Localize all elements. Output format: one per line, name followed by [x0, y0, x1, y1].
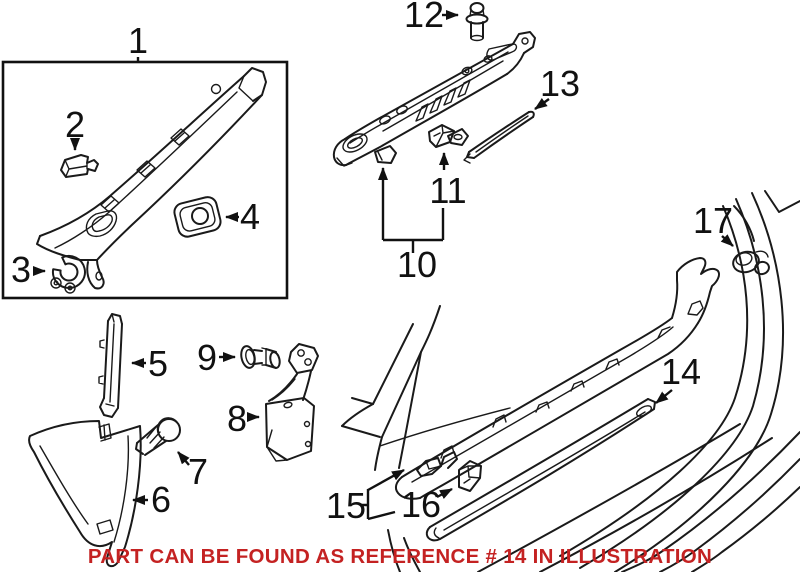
- callout-16: 16: [401, 484, 441, 525]
- push-rivet-9-drawing: [240, 345, 281, 369]
- callout-15-leader: [367, 468, 405, 492]
- part-1-frame-box: [1, 60, 289, 300]
- callout-3: 3: [11, 249, 31, 290]
- callout-17-leader: [720, 234, 734, 247]
- a-pillar-trim-drawing: [36, 67, 267, 290]
- push-pin-12-drawing: [465, 2, 489, 42]
- callout-1: 1: [128, 20, 148, 61]
- callout-15-bracket: [360, 489, 396, 521]
- callout-15: 15: [326, 485, 366, 526]
- part-1-boxed-assembly: [1, 60, 289, 300]
- callout-10: 10: [397, 244, 437, 285]
- trim-strip-5-drawing: [98, 313, 123, 418]
- callout-14: 14: [661, 351, 701, 392]
- sill-support-bracket-10-drawing: [332, 31, 536, 167]
- retainer-clip-16-drawing: [458, 460, 482, 492]
- clip-11-drawing: [428, 124, 455, 148]
- callout-13-leader: [534, 97, 550, 110]
- kick-panel-trim-6-drawing: [28, 420, 142, 568]
- callout-9: 9: [197, 337, 217, 378]
- callout-16-leader: [436, 487, 453, 500]
- callout-7: 7: [188, 451, 208, 492]
- callout-13: 13: [540, 63, 580, 104]
- callout-14-leader: [655, 389, 673, 404]
- grommet-cover-4-drawing: [173, 196, 222, 238]
- callout-10-bracket: [383, 208, 445, 253]
- mounting-bracket-8-drawing: [265, 343, 319, 462]
- retainer-ring-3-drawing: [50, 255, 86, 294]
- rocker-molding-14-drawing: [425, 398, 656, 542]
- door-sill-scuff-plate-15-drawing: [394, 257, 721, 500]
- callout-12: 12: [404, 0, 444, 35]
- callout-7-leader: [177, 451, 190, 466]
- callout-6: 6: [151, 479, 171, 520]
- callout-8: 8: [227, 398, 247, 439]
- trim-strip-13-drawing: [463, 110, 535, 164]
- car-body-outline: [341, 190, 800, 572]
- callout-4: 4: [240, 196, 260, 237]
- push-pin-fastener-17-drawing: [732, 250, 770, 276]
- screw-7-drawing: [135, 417, 181, 456]
- trim-clip-2-drawing: [60, 154, 99, 178]
- callout-2: 2: [65, 104, 85, 145]
- callout-17: 17: [693, 200, 733, 241]
- callouts: 1 2 3 4 5 6 7 8 9 10 11 12 13 14 15 16: [11, 0, 734, 526]
- callout-11: 11: [429, 170, 466, 211]
- caption-text: PART CAN BE FOUND AS REFERENCE # 14 IN I…: [88, 545, 712, 568]
- callout-5: 5: [148, 343, 168, 384]
